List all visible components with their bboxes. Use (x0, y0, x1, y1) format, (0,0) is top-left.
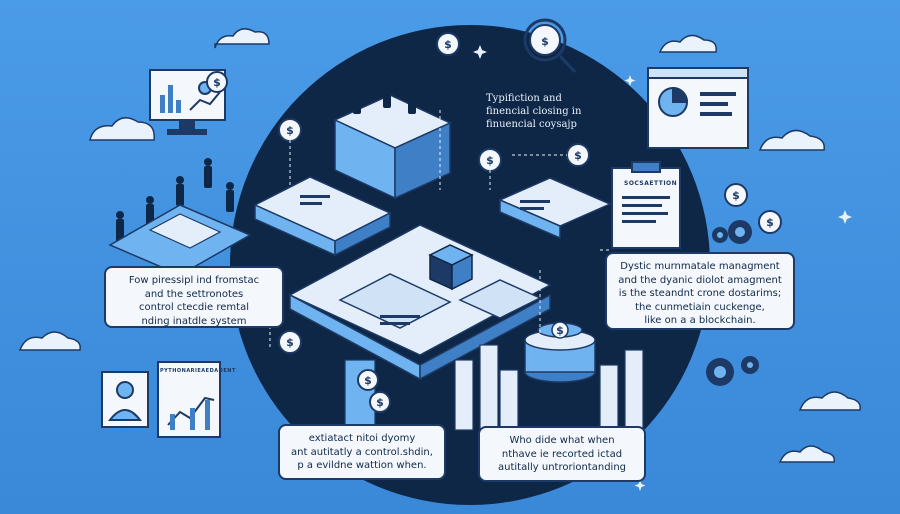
magnifier-icon (523, 18, 577, 74)
callout-line: p a evildne wattion when. (297, 460, 427, 471)
callout-line: Fow piressipl ind fromstac (128, 275, 260, 286)
document-icon (611, 161, 681, 249)
title-line: Typifiction and (486, 93, 562, 104)
svg-text:$: $ (444, 38, 452, 51)
callout-left: Fow piressipl ind fromstac and the settr… (104, 266, 284, 328)
callout-line: Who dide what when (509, 435, 615, 446)
callout-line: nding inatdle system (141, 315, 247, 327)
svg-text:$: $ (364, 374, 372, 387)
svg-text:$: $ (286, 124, 294, 137)
callout-line: like on a a blockchain. (644, 315, 756, 326)
title-line: finuencial coysajp (486, 119, 577, 130)
callout-line: extiatact nitoi dyomy (308, 433, 416, 444)
svg-text:$: $ (376, 396, 384, 409)
report-label: PYTHONARIEAEDAOENT (160, 368, 236, 374)
person-figure-icon (116, 78, 494, 245)
cloud-icon (18, 28, 861, 463)
svg-text:$: $ (766, 216, 774, 229)
callout-line: control ctecdie remtal (139, 302, 249, 313)
svg-text:$: $ (286, 336, 294, 349)
callout-bottom-left: extiatact nitoi dyomy ant autitatly a co… (278, 424, 446, 480)
callout-line: and the dyanic diolot amagment (618, 274, 782, 286)
svg-text:$: $ (213, 76, 221, 89)
callout-line: the cunmetiain cuckenge, (635, 301, 765, 313)
callout-right: Dystic murnmatale managment and the dyan… (605, 252, 795, 330)
callout-line: autitally untroriontanding (497, 462, 627, 473)
svg-text:$: $ (541, 35, 549, 48)
clipboard-label: SOCSAETTION (624, 180, 678, 187)
title-block: Typifiction and finencial closing in fin… (486, 92, 616, 131)
central-platform (288, 224, 552, 381)
gear-icon (706, 220, 759, 386)
callout-line: Dystic murnmatale managment (620, 261, 780, 272)
coin-stack (524, 322, 596, 383)
title-line: finencial closing in (486, 106, 582, 117)
callout-line: nthave ie recorted ictad (501, 448, 623, 460)
svg-text:$: $ (574, 149, 582, 162)
svg-text:$: $ (556, 324, 564, 337)
monitor-chart-icon (149, 69, 226, 135)
block-cube-icon (428, 244, 474, 291)
callout-line: ant autitatly a control.shdin, (291, 446, 433, 458)
callout-line: and the settronotes (144, 288, 244, 300)
report-document (157, 361, 221, 438)
callout-bottom-right: Who dide what when nthave ie recorted ic… (478, 426, 646, 482)
browser-window (647, 67, 749, 149)
dollar-coin-icon: $ $ $ $ $ $ $ $ $ $ $ $ (206, 24, 782, 413)
svg-text:$: $ (486, 154, 494, 167)
callout-line: is the steandnt crone dostarims; (618, 288, 782, 299)
svg-text:$: $ (732, 189, 740, 202)
